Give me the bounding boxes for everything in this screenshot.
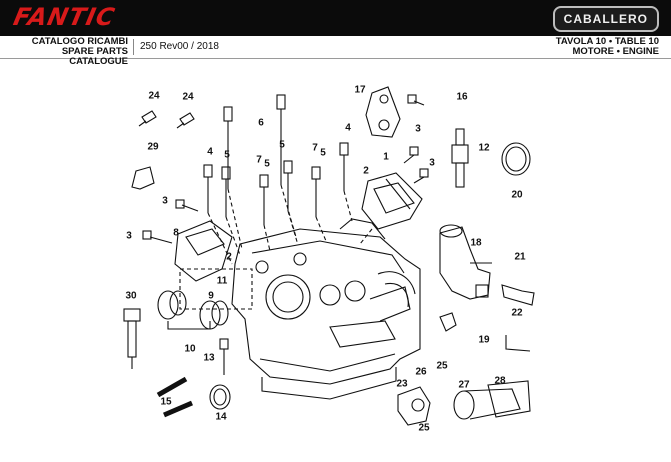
table-number: TAVOLA 10 • TABLE 10 [555, 36, 659, 47]
callout-24: 24 [148, 90, 160, 102]
bracket-icon [131, 166, 155, 190]
callout-26: 26 [415, 366, 427, 378]
ring-14 [209, 384, 231, 410]
callout-8: 8 [173, 227, 179, 239]
callout-23: 23 [396, 378, 408, 390]
callout-9: 9 [208, 290, 214, 302]
callout-3: 3 [429, 157, 435, 169]
callout-10: 10 [184, 343, 196, 355]
callout-25: 25 [436, 360, 448, 372]
model-revision: 250 Rev00 / 2018 [140, 41, 219, 52]
callout-29: 29 [147, 141, 159, 153]
callout-22: 22 [511, 307, 523, 319]
callout-15: 15 [160, 396, 172, 408]
callout-5: 5 [264, 158, 270, 170]
callout-12: 12 [478, 142, 490, 154]
valve-seals [157, 290, 229, 330]
mounting-plate [365, 86, 401, 138]
catalogue-header: CATALOGO RICAMBI SPARE PARTS CATALOGUE 2… [0, 36, 671, 67]
callout-3: 3 [415, 123, 421, 135]
callout-21: 21 [514, 251, 526, 263]
fantic-logo: FANTIC [11, 3, 118, 31]
callout-4: 4 [207, 146, 213, 158]
callout-20: 20 [511, 189, 523, 201]
callout-13: 13 [203, 352, 215, 364]
callout-2: 2 [226, 251, 232, 263]
dowel-pins [156, 376, 193, 418]
callout-24: 24 [182, 91, 194, 103]
catalogue-title-it: CATALOGO RICAMBI [31, 36, 128, 47]
callout-3: 3 [162, 195, 168, 207]
section-name: MOTORE • ENGINE [572, 46, 659, 57]
bracket-21 [501, 284, 535, 306]
callout-6: 6 [258, 117, 264, 129]
cylinder-head [231, 218, 421, 400]
sensor-19 [439, 312, 457, 332]
callout-5: 5 [279, 139, 285, 151]
callout-17: 17 [354, 84, 366, 96]
hose-clamp [501, 142, 531, 176]
callout-5: 5 [224, 149, 230, 161]
side-cover [174, 220, 233, 282]
bolt-13 [219, 338, 229, 375]
callout-14: 14 [215, 411, 227, 423]
callout-19: 19 [478, 334, 490, 346]
exploded-parts-diagram: 1 2 2 3 3 3 3 4 4 5 5 5 5 6 7 7 8 9 10 1… [0, 59, 671, 457]
catalogue-title: CATALOGO RICAMBI SPARE PARTS CATALOGUE [10, 37, 128, 67]
intake-parts [397, 380, 531, 426]
callout-18: 18 [470, 237, 482, 249]
assembly-lines [179, 184, 373, 310]
callout-2: 2 [363, 165, 369, 177]
valve-cover [361, 172, 423, 230]
callout-1: 1 [383, 151, 389, 163]
callout-7: 7 [312, 142, 318, 154]
header-divider [133, 39, 134, 55]
catalogue-title-en: SPARE PARTS CATALOGUE [61, 46, 128, 67]
header-bar: FANTIC CABALLERO [0, 0, 671, 36]
spark-plug [451, 128, 469, 188]
head-bolts [203, 94, 349, 225]
callout-25: 25 [418, 422, 430, 434]
callout-5: 5 [320, 147, 326, 159]
thermostat-housing [439, 224, 492, 300]
engine-head-drawing [123, 86, 535, 426]
caballero-logo: CABALLERO [552, 6, 659, 32]
fuel-injector [123, 308, 141, 369]
screws [138, 94, 429, 244]
callout-28: 28 [494, 375, 506, 387]
callout-4: 4 [345, 122, 351, 134]
callout-11: 11 [216, 275, 228, 287]
callout-7: 7 [256, 154, 262, 166]
callout-30: 30 [125, 290, 137, 302]
callout-16: 16 [456, 91, 468, 103]
callout-3: 3 [126, 230, 132, 242]
hook-22 [505, 335, 531, 352]
table-reference: TAVOLA 10 • TABLE 10 MOTORE • ENGINE [556, 37, 659, 57]
callout-27: 27 [458, 379, 470, 391]
